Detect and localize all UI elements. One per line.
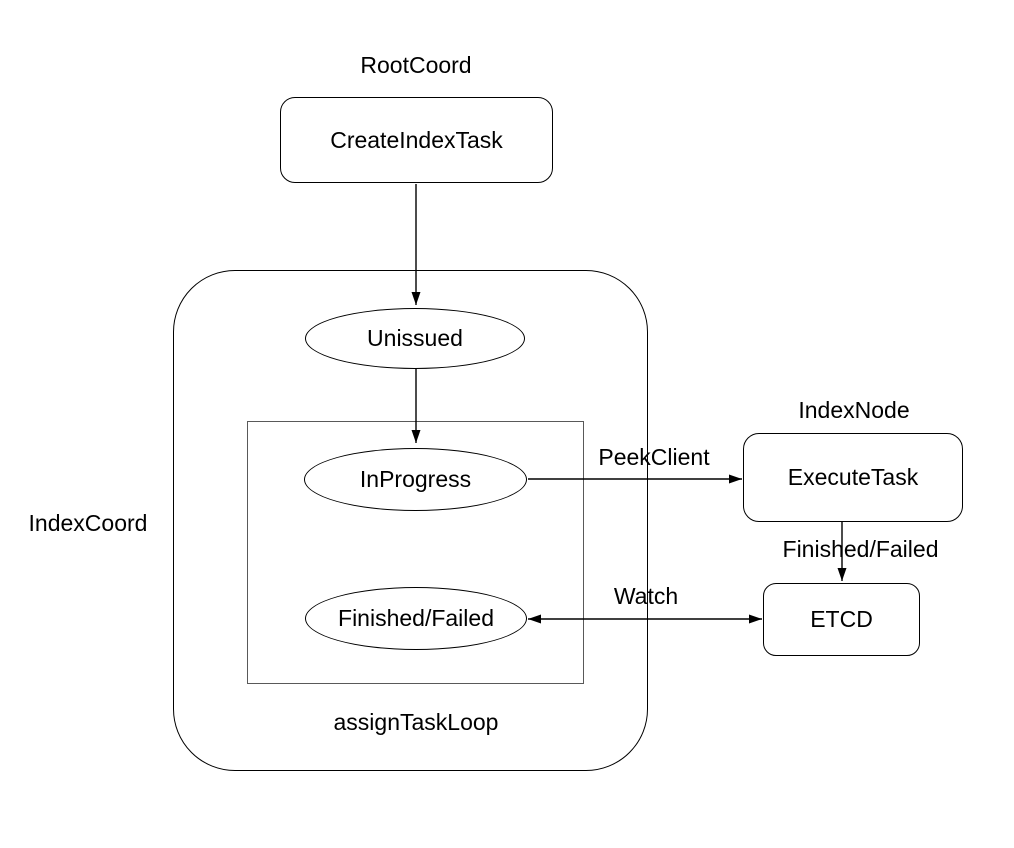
peek-client-edge-label: PeekClient xyxy=(598,444,710,470)
etcd-node: ETCD xyxy=(763,583,920,656)
assign-task-loop-label: assignTaskLoop xyxy=(333,709,499,735)
finished-failed-state: Finished/Failed xyxy=(305,587,527,650)
index-coord-label: IndexCoord xyxy=(28,510,148,536)
in-progress-state: InProgress xyxy=(304,448,527,511)
index-coord-container xyxy=(173,270,648,771)
create-index-task-node: CreateIndexTask xyxy=(280,97,553,183)
finished-failed-edge-label: Finished/Failed xyxy=(782,536,939,562)
watch-edge-label: Watch xyxy=(613,583,679,609)
unissued-state: Unissued xyxy=(305,308,525,369)
execute-task-node: ExecuteTask xyxy=(743,433,963,522)
root-coord-label: RootCoord xyxy=(360,52,472,78)
index-node-label: IndexNode xyxy=(798,397,910,423)
